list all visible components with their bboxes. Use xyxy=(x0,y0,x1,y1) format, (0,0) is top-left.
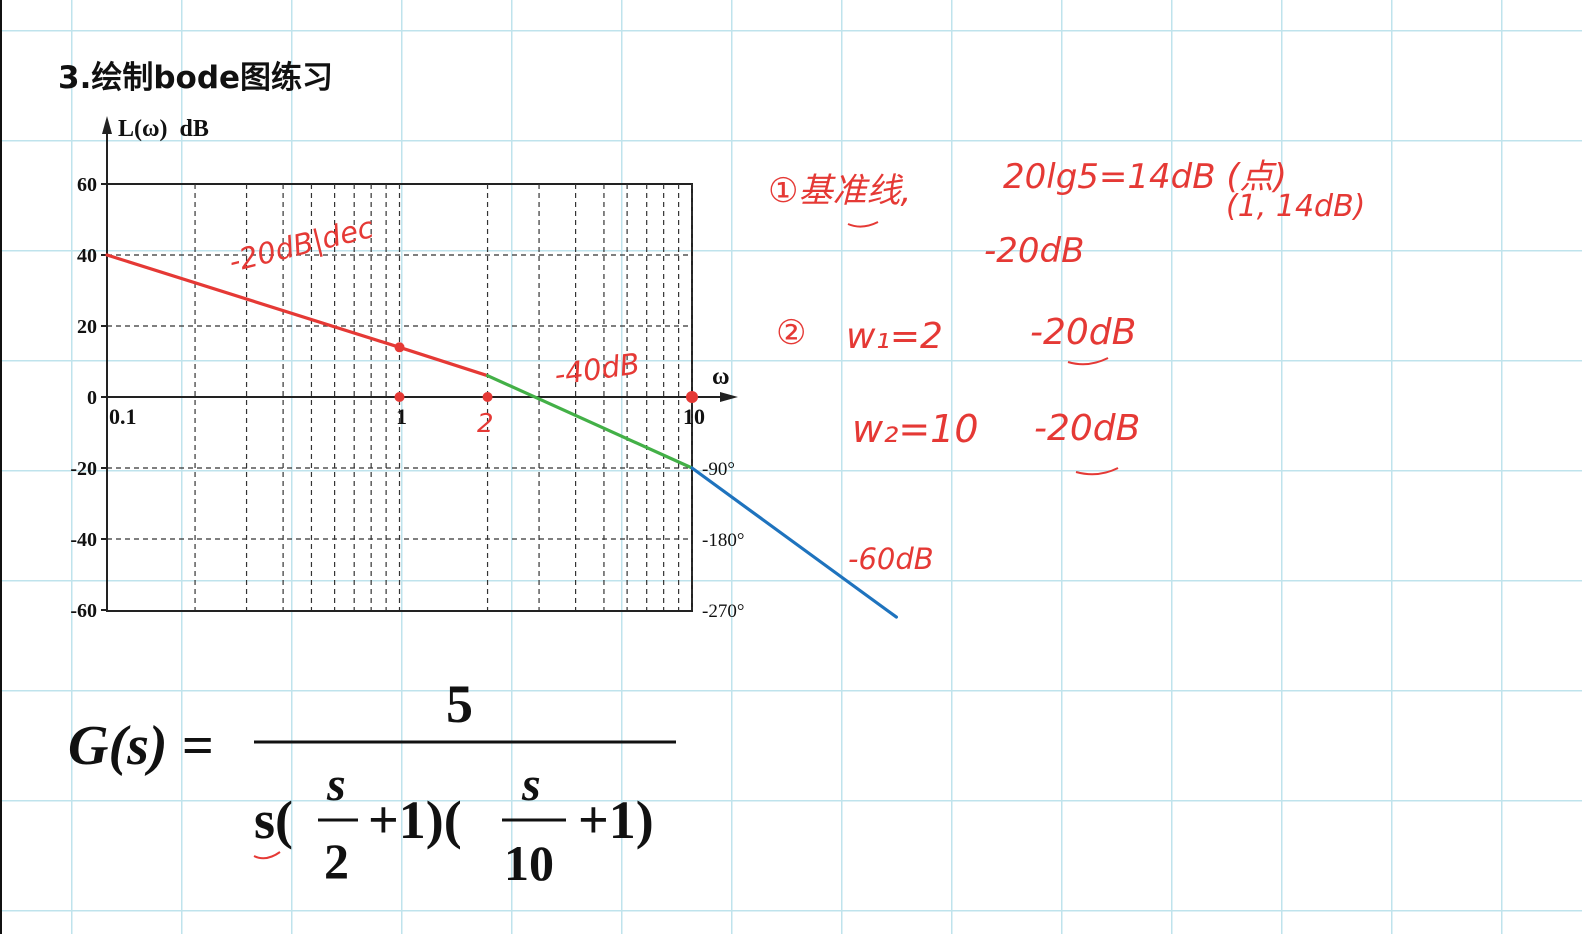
formula-den-s-underline xyxy=(253,851,281,860)
phase-tick-label: -270° xyxy=(702,601,744,622)
note-2c: -20dB xyxy=(1030,312,1136,353)
note-1d: -20dB xyxy=(984,231,1084,271)
corner-label: 2 xyxy=(477,409,494,439)
y-tick-label: 60 xyxy=(77,174,97,196)
series-line xyxy=(486,374,694,470)
frac2-denominator: 10 xyxy=(504,835,554,891)
y-tick-label: 0 xyxy=(87,387,97,409)
note-2b: w₁=2 xyxy=(846,316,943,357)
y-tick-label: -20 xyxy=(70,458,97,480)
y-tick-label: -60 xyxy=(70,600,97,622)
note-1a-underline xyxy=(847,221,879,228)
note-2c-underline xyxy=(1067,357,1109,366)
formula-den-s: s( xyxy=(254,790,293,850)
note-3b-underline xyxy=(1075,467,1119,476)
slope3-annotation: -60dB xyxy=(848,542,934,576)
x-tick-label: 1 xyxy=(396,404,407,429)
horizontal-grid xyxy=(107,254,692,540)
x-tick-label: 10 xyxy=(683,404,705,429)
phase-tick-labels: -90° -180° -270° xyxy=(702,459,744,622)
note-1b: 20lg5=14dB (点) xyxy=(1003,157,1287,197)
y-axis-arrow xyxy=(102,116,112,134)
formula-plus1: +1)( xyxy=(368,790,462,850)
page-title: 3.绘制bode图练习 xyxy=(58,60,334,96)
y-tick-labels: 60 40 20 0 -20 -40 -60 xyxy=(70,174,107,622)
series-line xyxy=(690,466,899,619)
marked-point xyxy=(394,392,405,402)
frac1-denominator: 2 xyxy=(324,833,349,889)
phase-tick-label: -180° xyxy=(702,530,744,551)
y-tick-label: 40 xyxy=(77,245,97,267)
frac2-numerator: s xyxy=(521,758,541,811)
x-tick-label: 0.1 xyxy=(109,404,137,429)
note-2a: ② xyxy=(776,313,806,353)
formula-lhs: G(s) = xyxy=(68,715,213,777)
y-tick-label: -40 xyxy=(70,529,97,551)
x-axis-label: ω xyxy=(712,364,730,390)
note-1a: ①基准线, xyxy=(768,171,911,211)
marked-point xyxy=(686,391,698,403)
note-3b: -20dB xyxy=(1034,408,1140,449)
phase-tick-label: -90° xyxy=(702,459,735,480)
frac1-numerator: s xyxy=(326,758,346,811)
marked-point xyxy=(482,392,493,402)
note-1c: (1, 14dB) xyxy=(1226,189,1365,224)
note-3a: w₂=10 xyxy=(852,407,979,451)
formula-numerator: 5 xyxy=(446,674,473,734)
y-tick-label: 20 xyxy=(77,316,97,338)
y-axis-label: L(ω) dB xyxy=(118,116,209,142)
x-tick-labels: 0.1 1 10 xyxy=(109,404,705,429)
x-axis-arrow xyxy=(720,392,738,402)
marked-point xyxy=(394,342,405,353)
left-edge xyxy=(0,0,2,934)
marked-points xyxy=(394,342,698,403)
formula-plus2: +1) xyxy=(578,790,654,850)
